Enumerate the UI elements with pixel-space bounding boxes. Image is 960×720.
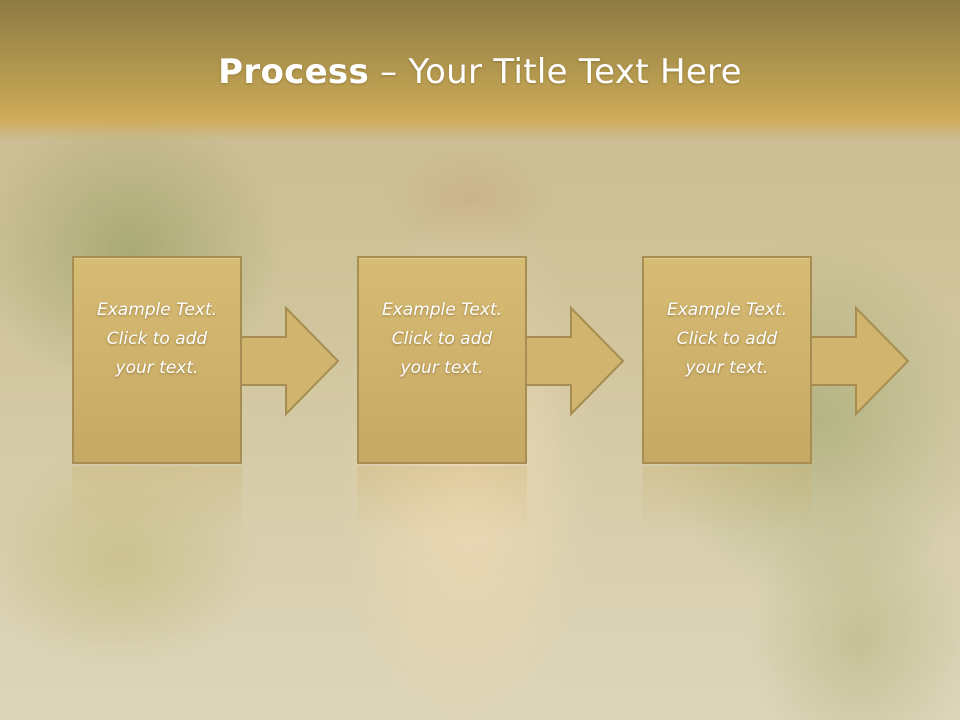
step-text-line: your text. bbox=[115, 357, 199, 378]
title-rest: – Your Title Text Here bbox=[369, 52, 742, 92]
step-box[interactable]: Example Text. Click to add your text. bbox=[642, 256, 812, 464]
step-reflection bbox=[642, 466, 812, 536]
step-text[interactable]: Example Text. Click to add your text. bbox=[382, 296, 502, 383]
step-text-line: Example Text. bbox=[666, 299, 788, 320]
step-text-line: your text. bbox=[400, 357, 484, 378]
arrow-right-icon bbox=[809, 305, 910, 417]
arrow-right-icon bbox=[239, 305, 340, 417]
step-box[interactable]: Example Text. Click to add your text. bbox=[72, 256, 242, 464]
title-bold: Process bbox=[218, 52, 370, 92]
step-text-line: Example Text. bbox=[381, 299, 503, 320]
title-bar bbox=[0, 0, 960, 140]
step-text[interactable]: Example Text. Click to add your text. bbox=[97, 296, 217, 383]
arrow-right-icon bbox=[524, 305, 625, 417]
step-text-line: Click to add bbox=[391, 328, 493, 349]
slide-title[interactable]: Process – Your Title Text Here bbox=[0, 52, 960, 92]
step-box[interactable]: Example Text. Click to add your text. bbox=[357, 256, 527, 464]
step-text-line: Example Text. bbox=[96, 299, 218, 320]
step-reflection bbox=[357, 466, 527, 536]
step-text[interactable]: Example Text. Click to add your text. bbox=[667, 296, 787, 383]
step-reflection bbox=[72, 466, 242, 536]
step-text-line: Click to add bbox=[676, 328, 778, 349]
step-text-line: Click to add bbox=[106, 328, 208, 349]
step-text-line: your text. bbox=[685, 357, 769, 378]
